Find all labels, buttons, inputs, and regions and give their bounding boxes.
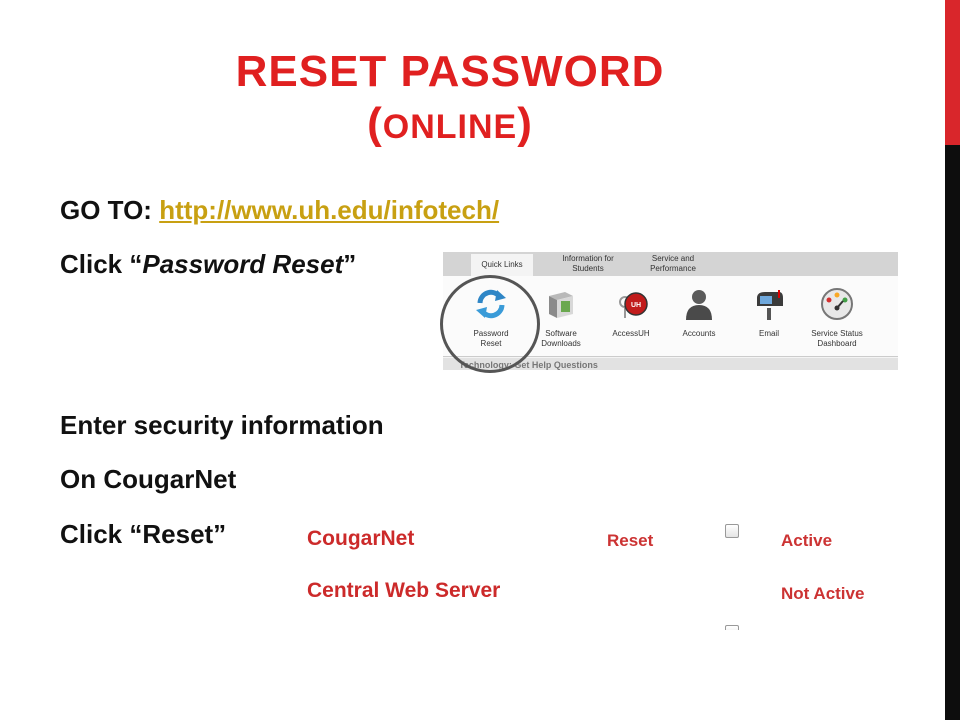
quick-link-label: AccessUH xyxy=(612,329,650,338)
quick-link-label: Accounts xyxy=(682,329,716,338)
person-icon xyxy=(686,290,712,320)
software-box-icon xyxy=(549,292,573,318)
quick-link-label: Email xyxy=(758,329,779,338)
mailbox-icon xyxy=(757,290,783,320)
central-web-server-checkbox[interactable] xyxy=(725,625,739,630)
tab-quick-links[interactable]: Quick Links xyxy=(471,254,533,276)
service-name-cougarnet: CougarNet xyxy=(307,527,415,550)
quick-link-accessuh[interactable]: UH AccessUH xyxy=(595,286,667,339)
highlight-circle xyxy=(440,275,540,373)
gauge-icon xyxy=(821,288,853,320)
services-screenshot: CougarNet Reset Active Central Web Serve… xyxy=(300,515,890,630)
central-web-server-status: Not Active xyxy=(781,584,865,603)
quick-link-label: Service Status Dashboard xyxy=(811,329,863,348)
quick-links-footer: Technology: Get Help Questions xyxy=(443,358,898,370)
tab-information-for-students[interactable]: Information for Students xyxy=(562,254,614,273)
title-line-2: (ONLINE) xyxy=(367,99,533,148)
accent-bar-black xyxy=(945,145,960,720)
cougarnet-checkbox[interactable] xyxy=(725,524,739,538)
slide-title: RESET PASSWORD (ONLINE) xyxy=(120,46,780,153)
quick-link-service-status[interactable]: Service Status Dashboard xyxy=(801,286,873,349)
quick-link-software-downloads[interactable]: Software Downloads xyxy=(525,286,597,349)
cougarnet-line: On CougarNet xyxy=(60,464,237,494)
title-line-1: RESET PASSWORD xyxy=(235,47,665,96)
goto-label: GO TO: xyxy=(60,195,160,225)
quick-link-accounts[interactable]: Accounts xyxy=(663,286,735,339)
accessuh-key-icon: UH xyxy=(619,292,648,318)
quick-links-tabbar: Quick Links Information for Students Ser… xyxy=(443,252,898,276)
quick-link-email[interactable]: Email xyxy=(733,286,805,339)
cougarnet-status: Active xyxy=(781,531,833,550)
accent-bar-red xyxy=(945,0,960,145)
click-reset-line: Click “Reset” xyxy=(60,519,227,549)
goto-line: GO TO: http://www.uh.edu/infotech/ xyxy=(60,194,499,226)
cougarnet-reset-link[interactable]: Reset xyxy=(607,531,654,550)
quick-link-label: Software Downloads xyxy=(541,329,581,348)
service-name-central-web-server: Central Web Server xyxy=(307,579,501,602)
click-password-reset-line: Click “Password Reset” xyxy=(60,249,357,279)
tab-service-and-performance[interactable]: Service and Performance xyxy=(650,254,696,273)
security-line: Enter security information xyxy=(60,410,384,440)
svg-text:UH: UH xyxy=(631,302,641,309)
infotech-link[interactable]: http://www.uh.edu/infotech/ xyxy=(159,195,500,225)
